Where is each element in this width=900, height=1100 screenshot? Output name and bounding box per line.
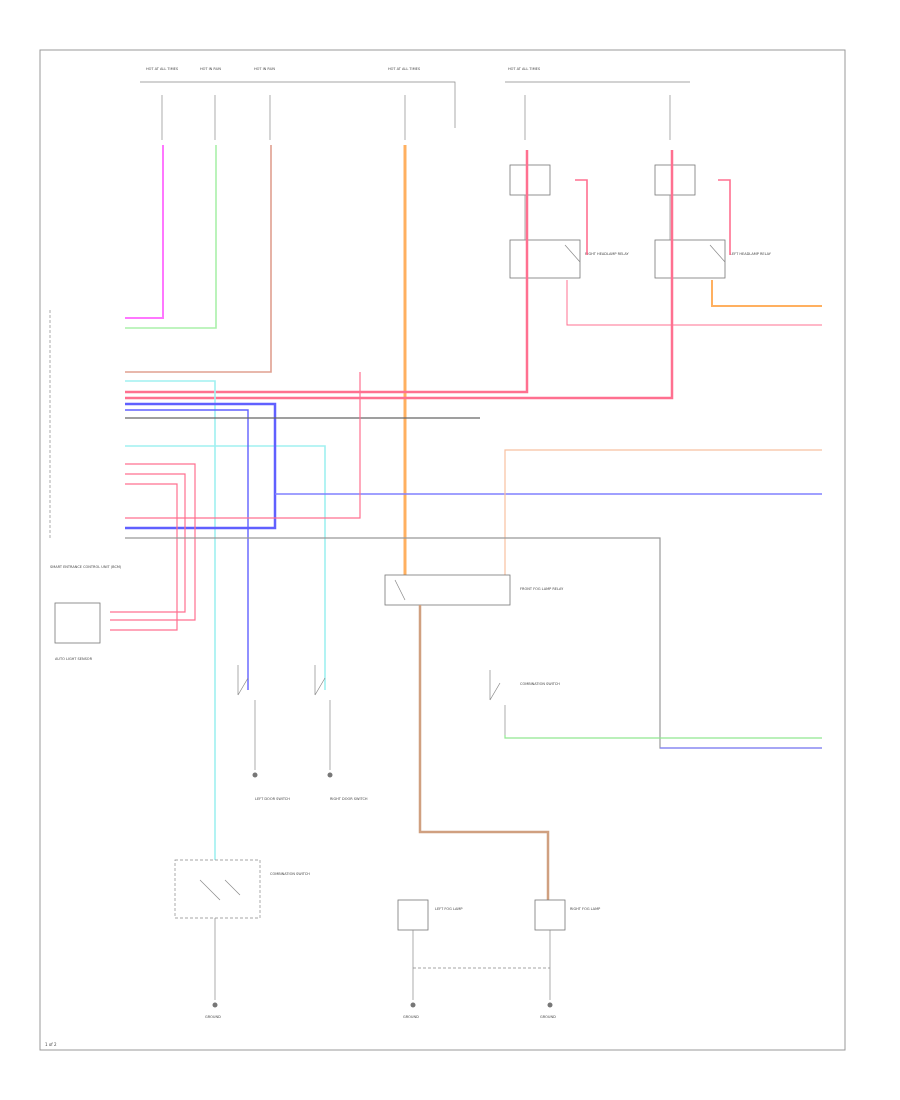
- combination-switch-lower: COMBINATION SWITCH: [174, 859, 310, 1000]
- wire-red-sensor-3: [110, 483, 178, 631]
- fuse-drops: [161, 95, 671, 140]
- diagram-frame: [39, 49, 846, 1051]
- ground-label-3: GROUND: [540, 1015, 556, 1019]
- page-label: 1 of 2: [45, 1042, 57, 1047]
- fuse-bus-line: [140, 81, 456, 128]
- wire-red-relay2: [125, 150, 674, 400]
- left-fog-lamp-label: LEFT FOG LAMP: [435, 907, 463, 911]
- left-headlamp-relay: LEFT HEADLAMP RELAY: [654, 164, 772, 279]
- ground-symbols: [212, 772, 553, 1008]
- right-door-switch: RIGHT DOOR SWITCH: [314, 665, 368, 801]
- wire-pink-relay1-out: [575, 179, 588, 255]
- wire-red-sensor-1: [110, 463, 196, 621]
- wire-peach: [504, 449, 822, 575]
- wire-pink-relay2-out: [718, 179, 731, 255]
- wire-brown: [125, 145, 272, 373]
- ground-label-1: GROUND: [205, 1015, 221, 1019]
- wire-pink-right-exit: [566, 280, 822, 326]
- ground-label-2: GROUND: [403, 1015, 419, 1019]
- fuse-label-group: HOT AT ALL TIMES HOT IN RUN HOT IN RUN H…: [146, 67, 541, 71]
- left-headlamp-relay-label: LEFT HEADLAMP RELAY: [730, 252, 772, 256]
- combination-switch-lower-label: COMBINATION SWITCH: [270, 872, 310, 876]
- wire-blue-1: [125, 402, 277, 530]
- wire-light-blue-1: [125, 380, 216, 860]
- wire-orange-right-exit: [711, 280, 822, 307]
- right-door-switch-label: RIGHT DOOR SWITCH: [330, 797, 368, 801]
- right-fog-lamp: RIGHT FOG LAMP: [534, 899, 600, 1000]
- left-fog-lamp: LEFT FOG LAMP: [397, 899, 463, 1000]
- wire-blue-2: [125, 409, 249, 690]
- wire-red-sensor-2: [110, 473, 186, 613]
- right-headlamp-relay-label: RIGHT HEADLAMP RELAY: [585, 252, 629, 256]
- combination-switch-upper-label: COMBINATION SWITCH: [520, 682, 560, 686]
- wire-light-green: [125, 145, 217, 329]
- auto-light-sensor: AUTO LIGHT SENSOR: [54, 602, 101, 661]
- front-fog-relay-label: FRONT FOG LAMP RELAY: [520, 587, 564, 591]
- right-fog-lamp-label: RIGHT FOG LAMP: [570, 907, 600, 911]
- wire-red-bcm-loop: [125, 372, 361, 519]
- fuse-label-5: HOT AT ALL TIMES: [508, 67, 541, 71]
- front-fog-relay: FRONT FOG LAMP RELAY: [384, 574, 564, 606]
- wire-green-bottom-exit: [504, 735, 822, 739]
- combination-switch-upper: COMBINATION SWITCH: [489, 670, 560, 735]
- wire-light-blue-2: [125, 445, 326, 690]
- fuse-label-3: HOT IN RUN: [254, 67, 275, 71]
- auto-light-sensor-label: AUTO LIGHT SENSOR: [55, 657, 93, 661]
- wire-grey-long: [125, 537, 822, 749]
- bcm-label: SMART ENTRANCE CONTROL UNIT (BCM): [50, 565, 122, 569]
- left-door-switch: LEFT DOOR SWITCH: [237, 665, 290, 801]
- left-door-switch-label: LEFT DOOR SWITCH: [255, 797, 290, 801]
- right-headlamp-relay: RIGHT HEADLAMP RELAY: [509, 164, 629, 279]
- wire-tan-fog: [418, 605, 550, 900]
- fuse-label-1: HOT AT ALL TIMES: [146, 67, 179, 71]
- bcm-connector: SMART ENTRANCE CONTROL UNIT (BCM): [49, 310, 122, 569]
- wire-red-relay1: [125, 150, 529, 394]
- fuse-label-4: HOT AT ALL TIMES: [388, 67, 421, 71]
- fuse-label-2: HOT IN RUN: [200, 67, 221, 71]
- wire-pink: [125, 145, 164, 319]
